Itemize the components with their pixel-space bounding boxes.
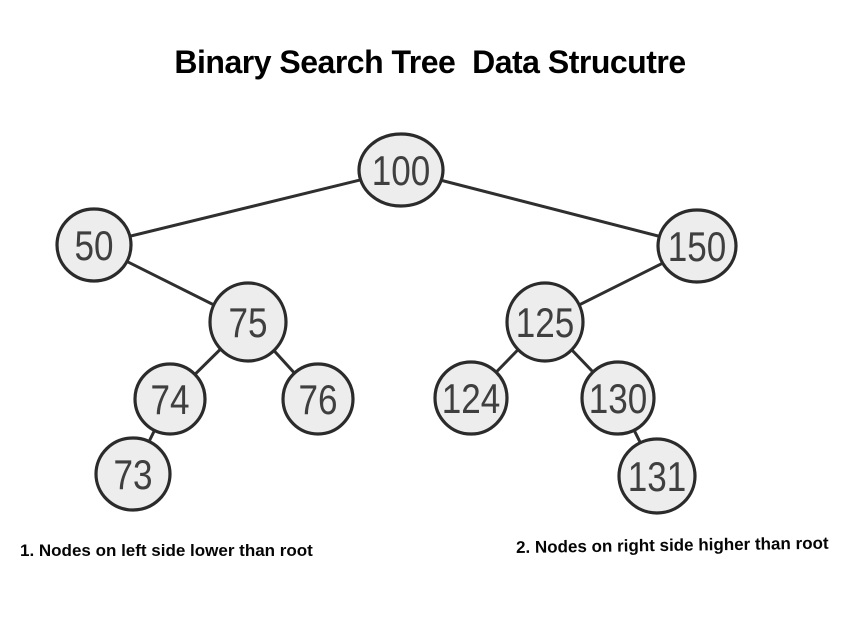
node-circle-131: [617, 437, 697, 515]
node-label-124: 124: [442, 375, 501, 422]
node-label-100: 100: [372, 147, 431, 194]
node-label-131: 131: [628, 453, 687, 500]
tree-node-130: 130: [580, 360, 656, 436]
node-circle-50: [55, 207, 133, 283]
node-circle-73: [94, 436, 172, 512]
node-label-50: 50: [75, 222, 114, 269]
tree-node-100: 100: [357, 132, 445, 208]
tree-node-125: 125: [505, 281, 585, 363]
tree-node-50: 50: [55, 207, 133, 283]
tree-edge-100-50: [93, 168, 402, 247]
tree-node-76: 76: [281, 362, 355, 436]
node-circle-100: [357, 132, 445, 208]
node-circle-75: [208, 281, 288, 363]
node-label-74: 74: [151, 376, 190, 423]
page-title: Binary Search Tree Data Strucutre: [174, 44, 686, 80]
tree-node-73: 73: [94, 436, 172, 512]
tree-node-150: 150: [656, 208, 738, 284]
tree-node-75: 75: [208, 281, 288, 363]
node-label-150: 150: [668, 223, 727, 270]
node-label-75: 75: [229, 299, 268, 346]
node-label-130: 130: [589, 375, 648, 422]
node-circle-150: [656, 208, 738, 284]
tree-node-131: 131: [617, 437, 697, 515]
node-circle-76: [281, 362, 355, 436]
node-circle-130: [580, 360, 656, 436]
node-label-125: 125: [516, 299, 575, 346]
node-circle-124: [433, 360, 509, 436]
tree-edge-100-150: [400, 168, 698, 248]
note-left-rule: 1. Nodes on left side lower than root: [20, 541, 313, 560]
node-label-73: 73: [114, 451, 153, 498]
tree-node-74: 74: [133, 362, 207, 436]
node-circle-125: [505, 281, 585, 363]
tree-node-124: 124: [433, 360, 509, 436]
node-label-76: 76: [299, 376, 338, 423]
node-circle-74: [133, 362, 207, 436]
